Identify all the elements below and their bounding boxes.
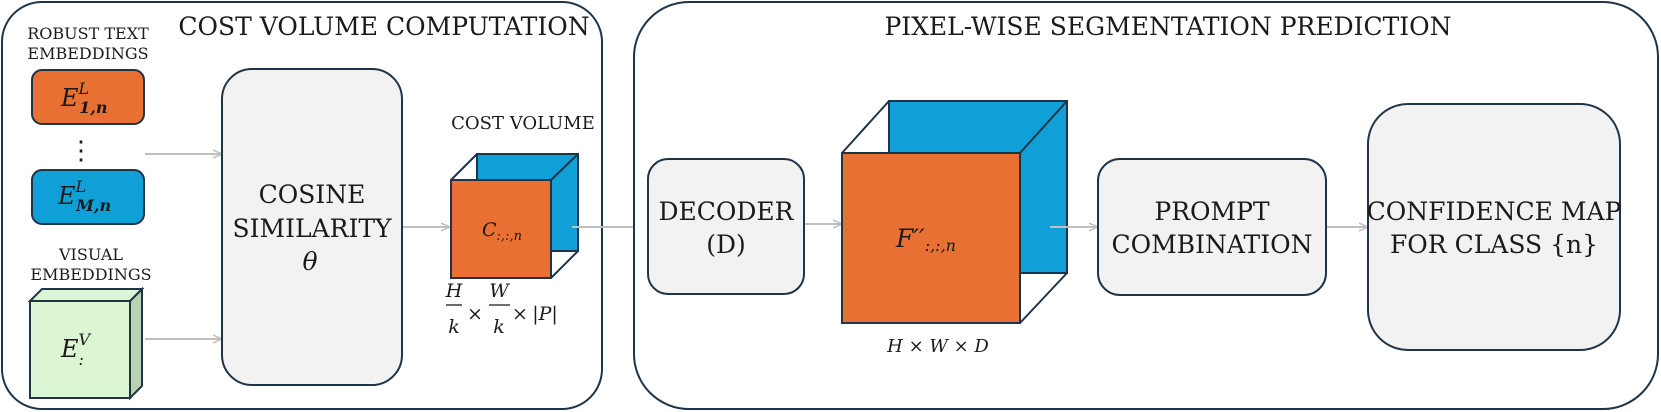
svg-text:k: k <box>493 316 505 338</box>
cosine-similarity-box <box>221 68 403 386</box>
svg-text:H: H <box>445 280 463 302</box>
visual-embedding-symbol: EV: <box>60 330 92 369</box>
cosine-similarity-symbol: θ <box>302 247 317 276</box>
cosine-similarity-line2: SIMILARITY <box>232 214 392 243</box>
confidence-map-box <box>1367 103 1621 351</box>
decoder-box <box>647 158 805 295</box>
feature-cube <box>841 100 1068 324</box>
svg-text:×: × <box>467 303 483 325</box>
svg-text:W: W <box>489 280 510 302</box>
decoder-line1: DECODER <box>658 197 794 226</box>
confidence-map-line1: CONFIDENCE MAP <box>1367 197 1622 226</box>
segmentation-panel-title: PIXEL-WISE SEGMENTATION PREDICTION <box>884 12 1451 41</box>
svg-text:k: k <box>448 316 460 338</box>
decoder-line2: (D) <box>706 230 746 259</box>
feature-dimensions: H × W × D <box>886 336 989 357</box>
visual-embeddings-label-line1: VISUAL <box>58 245 123 264</box>
cost-volume-panel-title: COST VOLUME COMPUTATION <box>178 12 589 41</box>
confidence-map-line2: FOR CLASS {n} <box>1390 230 1598 259</box>
cost-volume-cube <box>450 153 579 279</box>
cost-volume-label: COST VOLUME <box>451 113 595 134</box>
feature-symbol: F′′:,:,n <box>895 224 956 255</box>
visual-embedding-cube <box>27 286 145 401</box>
svg-text:|P|: |P| <box>532 303 558 325</box>
cosine-similarity-line1: COSINE <box>259 180 366 209</box>
visual-embeddings-label-line2: EMBEDDINGS <box>30 265 151 284</box>
prompt-combination-line1: PROMPT <box>1154 197 1270 226</box>
prompt-combination-line2: COMBINATION <box>1112 230 1313 259</box>
text-embedding-first-box <box>31 69 145 125</box>
svg-text:×: × <box>512 303 528 325</box>
cost-volume-symbol: C:,:,n <box>482 219 522 244</box>
text-embeddings-label-line2: EMBEDDINGS <box>27 44 148 63</box>
cost-volume-dimensions: H k × W k × |P| <box>445 280 558 338</box>
prompt-combination-box <box>1097 158 1327 296</box>
text-embedding-ellipsis: ⋮ <box>68 136 94 166</box>
text-embeddings-label-line1: ROBUST TEXT <box>27 24 149 43</box>
text-embedding-last-box <box>31 169 145 225</box>
